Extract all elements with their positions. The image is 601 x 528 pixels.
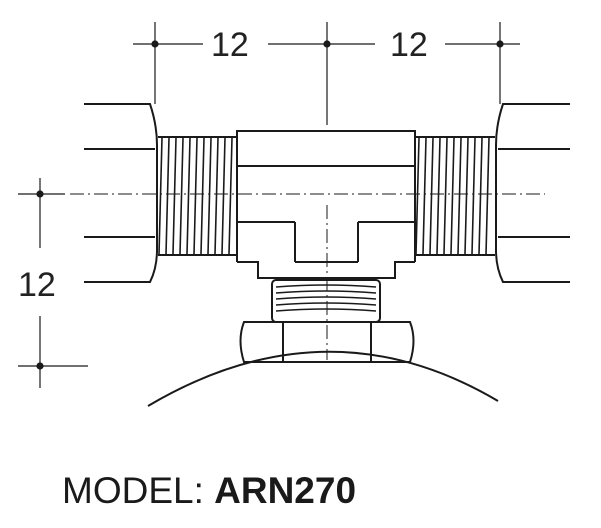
thread-line	[158, 137, 163, 255]
thread-line	[200, 137, 205, 255]
thread-line	[186, 137, 191, 255]
left-dimension	[18, 178, 88, 388]
thread-line	[165, 137, 170, 255]
thread-line	[436, 137, 441, 255]
left-nut	[84, 103, 158, 283]
thread-line	[471, 137, 476, 255]
thread-line	[443, 137, 448, 255]
thread-line	[450, 137, 455, 255]
dim-label-top-left: 12	[211, 26, 249, 64]
model-name: ARN270	[214, 470, 357, 511]
model-label: MODEL:	[62, 470, 215, 511]
thread-line	[214, 137, 219, 255]
thread-line	[485, 137, 490, 255]
right-nut	[495, 103, 570, 283]
thread-line	[422, 137, 427, 255]
thread-line	[193, 137, 198, 255]
thread-line	[275, 302, 377, 306]
dim-label-top-right: 12	[390, 26, 428, 64]
thread-line	[275, 308, 377, 312]
model-caption: MODEL: ARN270	[62, 470, 356, 512]
top-dimension	[133, 22, 520, 125]
thread-line	[207, 137, 212, 255]
thread-line	[478, 137, 483, 255]
vessel-arc	[147, 350, 499, 407]
tee-body	[236, 130, 416, 279]
thread-line	[275, 290, 377, 294]
thread-line	[275, 284, 377, 288]
thread-line	[415, 137, 420, 255]
thread-line	[457, 137, 462, 255]
dim-label-left: 12	[18, 266, 56, 304]
bottom-thread	[271, 279, 381, 323]
thread-line	[275, 296, 377, 300]
right-thread	[415, 136, 495, 256]
thread-line	[429, 137, 434, 255]
thread-line	[172, 137, 177, 255]
thread-line	[228, 137, 233, 255]
thread-line	[464, 137, 469, 255]
left-thread	[158, 136, 237, 256]
thread-line	[221, 137, 226, 255]
thread-line	[179, 137, 184, 255]
